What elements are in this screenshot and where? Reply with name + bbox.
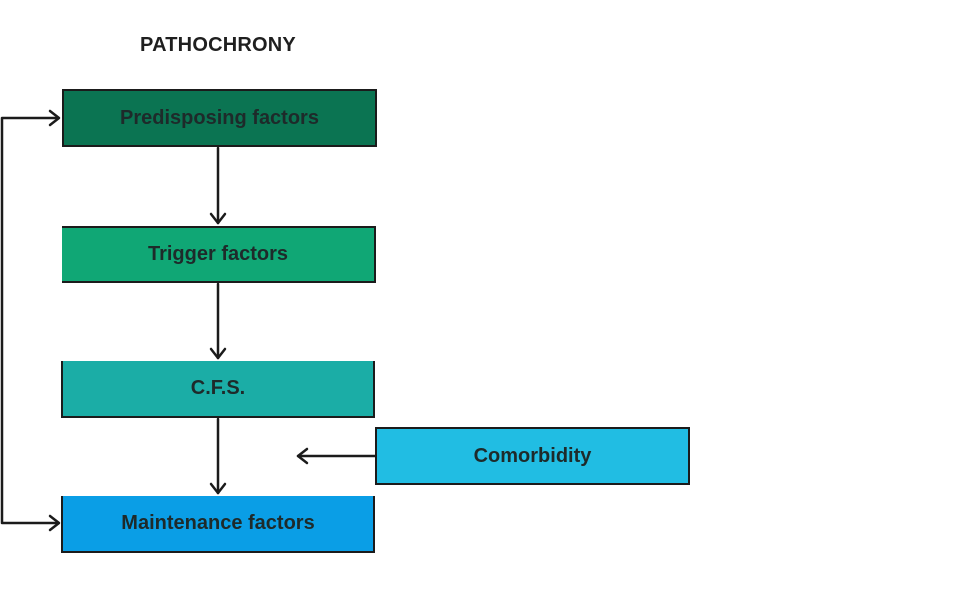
node-label: Comorbidity (473, 444, 592, 467)
edge-feedback-loop (0, 116, 60, 525)
arrowhead-icon (209, 347, 227, 360)
node-label: C.F.S. (190, 377, 246, 399)
diagram-title: PATHOCHRONY (140, 34, 296, 56)
arrowhead-icon (48, 514, 61, 532)
arrowhead-icon (209, 482, 227, 495)
node-comorbidity: Comorbidity (375, 427, 690, 485)
arrowhead-icon (48, 109, 61, 127)
node-label: Maintenance factors (121, 512, 315, 534)
arrowhead-icon (209, 212, 227, 225)
node-predisposing-factors: Predisposing factors (62, 89, 377, 147)
node-cfs: C.F.S. (61, 361, 375, 418)
node-maintenance-factors: Maintenance factors (61, 496, 375, 553)
node-label: Predisposing factors (120, 106, 319, 129)
node-trigger-factors: Trigger factors (62, 226, 376, 283)
node-label: Trigger factors (147, 243, 289, 265)
arrowhead-icon (296, 447, 309, 465)
